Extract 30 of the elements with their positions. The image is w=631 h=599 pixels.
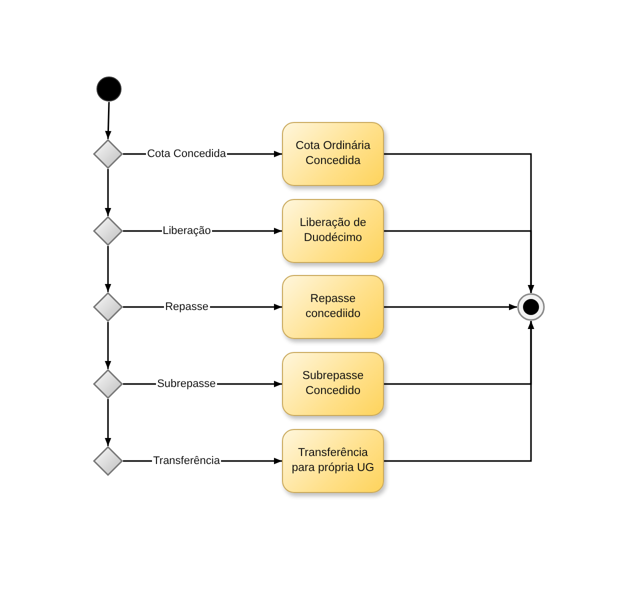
decision-diamond [93, 139, 123, 169]
edge-label: Transferência [152, 454, 221, 468]
arrow [104, 169, 112, 216]
edge-label: Repasse [164, 300, 210, 314]
action-text: Subrepasse Concedido [301, 369, 365, 399]
arrow [384, 304, 517, 310]
arrow [104, 322, 112, 369]
final-node [517, 293, 545, 321]
action-text: Repasse concediido [304, 292, 362, 322]
decision-diamond [93, 216, 123, 246]
arrow [384, 230, 534, 293]
edge-label: Subrepasse [156, 378, 217, 390]
action-text: Liberação de Duodécimo [298, 216, 368, 246]
arrow [104, 246, 112, 292]
decision-diamond [93, 369, 123, 399]
action-box [282, 122, 384, 186]
action-box [282, 429, 384, 493]
action-box [282, 275, 384, 339]
action-box [282, 352, 384, 416]
edge-label: Liberação [162, 224, 212, 238]
decision-diamond [93, 446, 123, 476]
initial-node [96, 76, 122, 102]
action-text: Transferência para própria UG [290, 446, 376, 476]
action-text: Cota Ordinária Concedida [294, 139, 372, 169]
action-box [282, 199, 384, 263]
decision-diamond [93, 292, 123, 322]
arrow [384, 321, 534, 462]
arrow [105, 102, 112, 140]
edge-label: Cota Concedida [146, 148, 227, 160]
arrow [104, 399, 112, 446]
